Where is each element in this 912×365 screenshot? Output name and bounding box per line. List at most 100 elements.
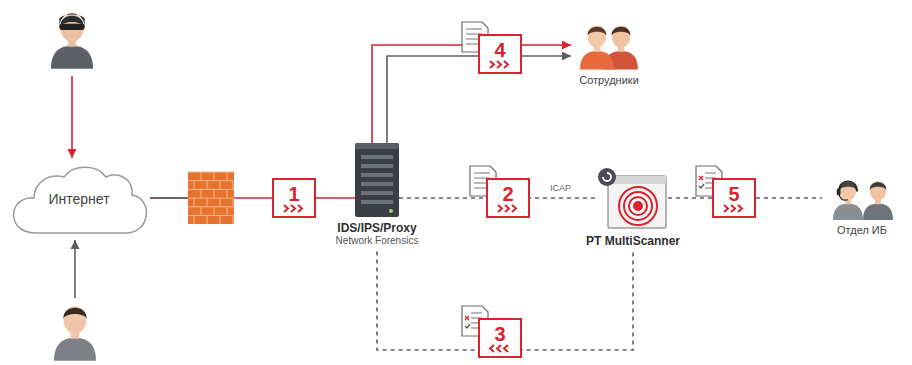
report-check	[465, 324, 470, 328]
cloud-shape	[14, 167, 147, 233]
person-head	[870, 181, 887, 201]
node-caption: Интернет	[8, 163, 150, 235]
uplink-line	[150, 197, 190, 199]
brick-joint	[227, 207, 228, 216]
brick-joint	[233, 216, 234, 225]
person-hair	[870, 182, 887, 190]
person-figure	[863, 181, 893, 220]
person-hair	[63, 308, 86, 319]
chevron	[284, 205, 288, 212]
brick-joint	[214, 207, 215, 216]
brick-joint	[207, 181, 208, 190]
callout-box: 5	[712, 178, 756, 218]
callout-box: 1	[272, 178, 316, 218]
brick-joint	[214, 189, 215, 198]
connector	[372, 45, 571, 143]
server-top	[355, 143, 399, 149]
chevron	[497, 61, 501, 68]
chevron	[738, 205, 742, 212]
person-figure	[833, 181, 863, 220]
person-head	[612, 25, 631, 47]
server-slot	[361, 200, 393, 204]
dashed-connector	[377, 251, 633, 350]
doc-line	[474, 172, 490, 173]
server-slot	[361, 173, 393, 177]
brick-joint	[227, 172, 228, 181]
node-title: Сотрудники	[579, 74, 639, 87]
node-title: Отдел ИБ	[837, 224, 887, 237]
brick-joint	[188, 198, 234, 199]
headset-mic	[839, 195, 848, 201]
callout-number: 4	[494, 40, 505, 60]
people-icon	[575, 22, 643, 70]
refresh-arrow	[603, 173, 611, 181]
node-caption: PT MultiScanner	[586, 234, 680, 248]
person-body	[54, 338, 96, 361]
server-icon	[355, 143, 399, 217]
brick-joint	[220, 181, 221, 190]
node-title: Интернет	[48, 191, 109, 208]
brick-joint	[188, 180, 234, 181]
server-node: IDS/IPS/ProxyNetwork Forensics	[355, 143, 399, 217]
chevron	[490, 345, 494, 352]
radar-ring	[634, 202, 642, 210]
node-caption: IDS/IPS/ProxyNetwork Forensics	[336, 221, 419, 247]
person-head	[840, 181, 857, 201]
person-body	[833, 204, 863, 221]
person-hair	[612, 27, 631, 36]
edge-label: ICAP	[548, 184, 573, 194]
firewall-wall	[188, 172, 234, 224]
chevron	[512, 205, 516, 212]
attack-arrow	[71, 76, 73, 158]
chevron	[490, 61, 494, 68]
doc-line	[471, 312, 482, 313]
node-title: PT MultiScanner	[586, 234, 680, 248]
server-led	[389, 209, 393, 213]
team-icon	[822, 178, 902, 220]
brick-joint	[194, 198, 195, 207]
callout-chevrons	[487, 344, 513, 353]
callout-chevrons	[495, 204, 521, 213]
brick-joint	[233, 198, 234, 207]
server-slot	[361, 164, 393, 168]
headset	[839, 181, 857, 191]
node-caption: Сотрудники	[579, 74, 639, 87]
connector	[150, 197, 355, 199]
security-team-node: Отдел ИБ	[822, 178, 902, 220]
brick-joint	[214, 172, 215, 181]
chevron	[497, 345, 501, 352]
brick-joint	[207, 216, 208, 225]
user-arrow	[74, 240, 76, 298]
radar-ring	[624, 192, 652, 220]
node-caption: Отдел ИБ	[837, 224, 887, 237]
chevron	[291, 205, 295, 212]
refresh-badge	[598, 168, 616, 186]
node-subtitle: Network Forensics	[336, 235, 419, 247]
report-cross	[465, 316, 469, 320]
server-slot	[361, 182, 393, 186]
cloud-node: Интернет	[8, 163, 150, 235]
chevron	[498, 205, 502, 212]
callout-box: 4	[478, 34, 522, 74]
person-figure	[580, 25, 614, 69]
person-hair	[588, 27, 607, 36]
report-check	[699, 184, 704, 188]
brick-joint	[201, 207, 202, 216]
callout-chevrons	[487, 60, 513, 69]
scanner-window	[608, 176, 666, 228]
person-body	[580, 51, 614, 70]
node-title: IDS/IPS/Proxy	[336, 221, 419, 235]
hacker-mask	[59, 24, 84, 30]
person-body	[51, 46, 93, 69]
doc-line	[705, 172, 716, 173]
brick-joint	[233, 181, 234, 190]
brick-joint	[220, 216, 221, 225]
callout-number: 3	[494, 324, 505, 344]
hacker-hood	[59, 13, 84, 29]
callout-chevrons	[721, 204, 747, 213]
brick-joint	[194, 181, 195, 190]
server-slot	[361, 191, 393, 195]
chevron	[504, 345, 508, 352]
